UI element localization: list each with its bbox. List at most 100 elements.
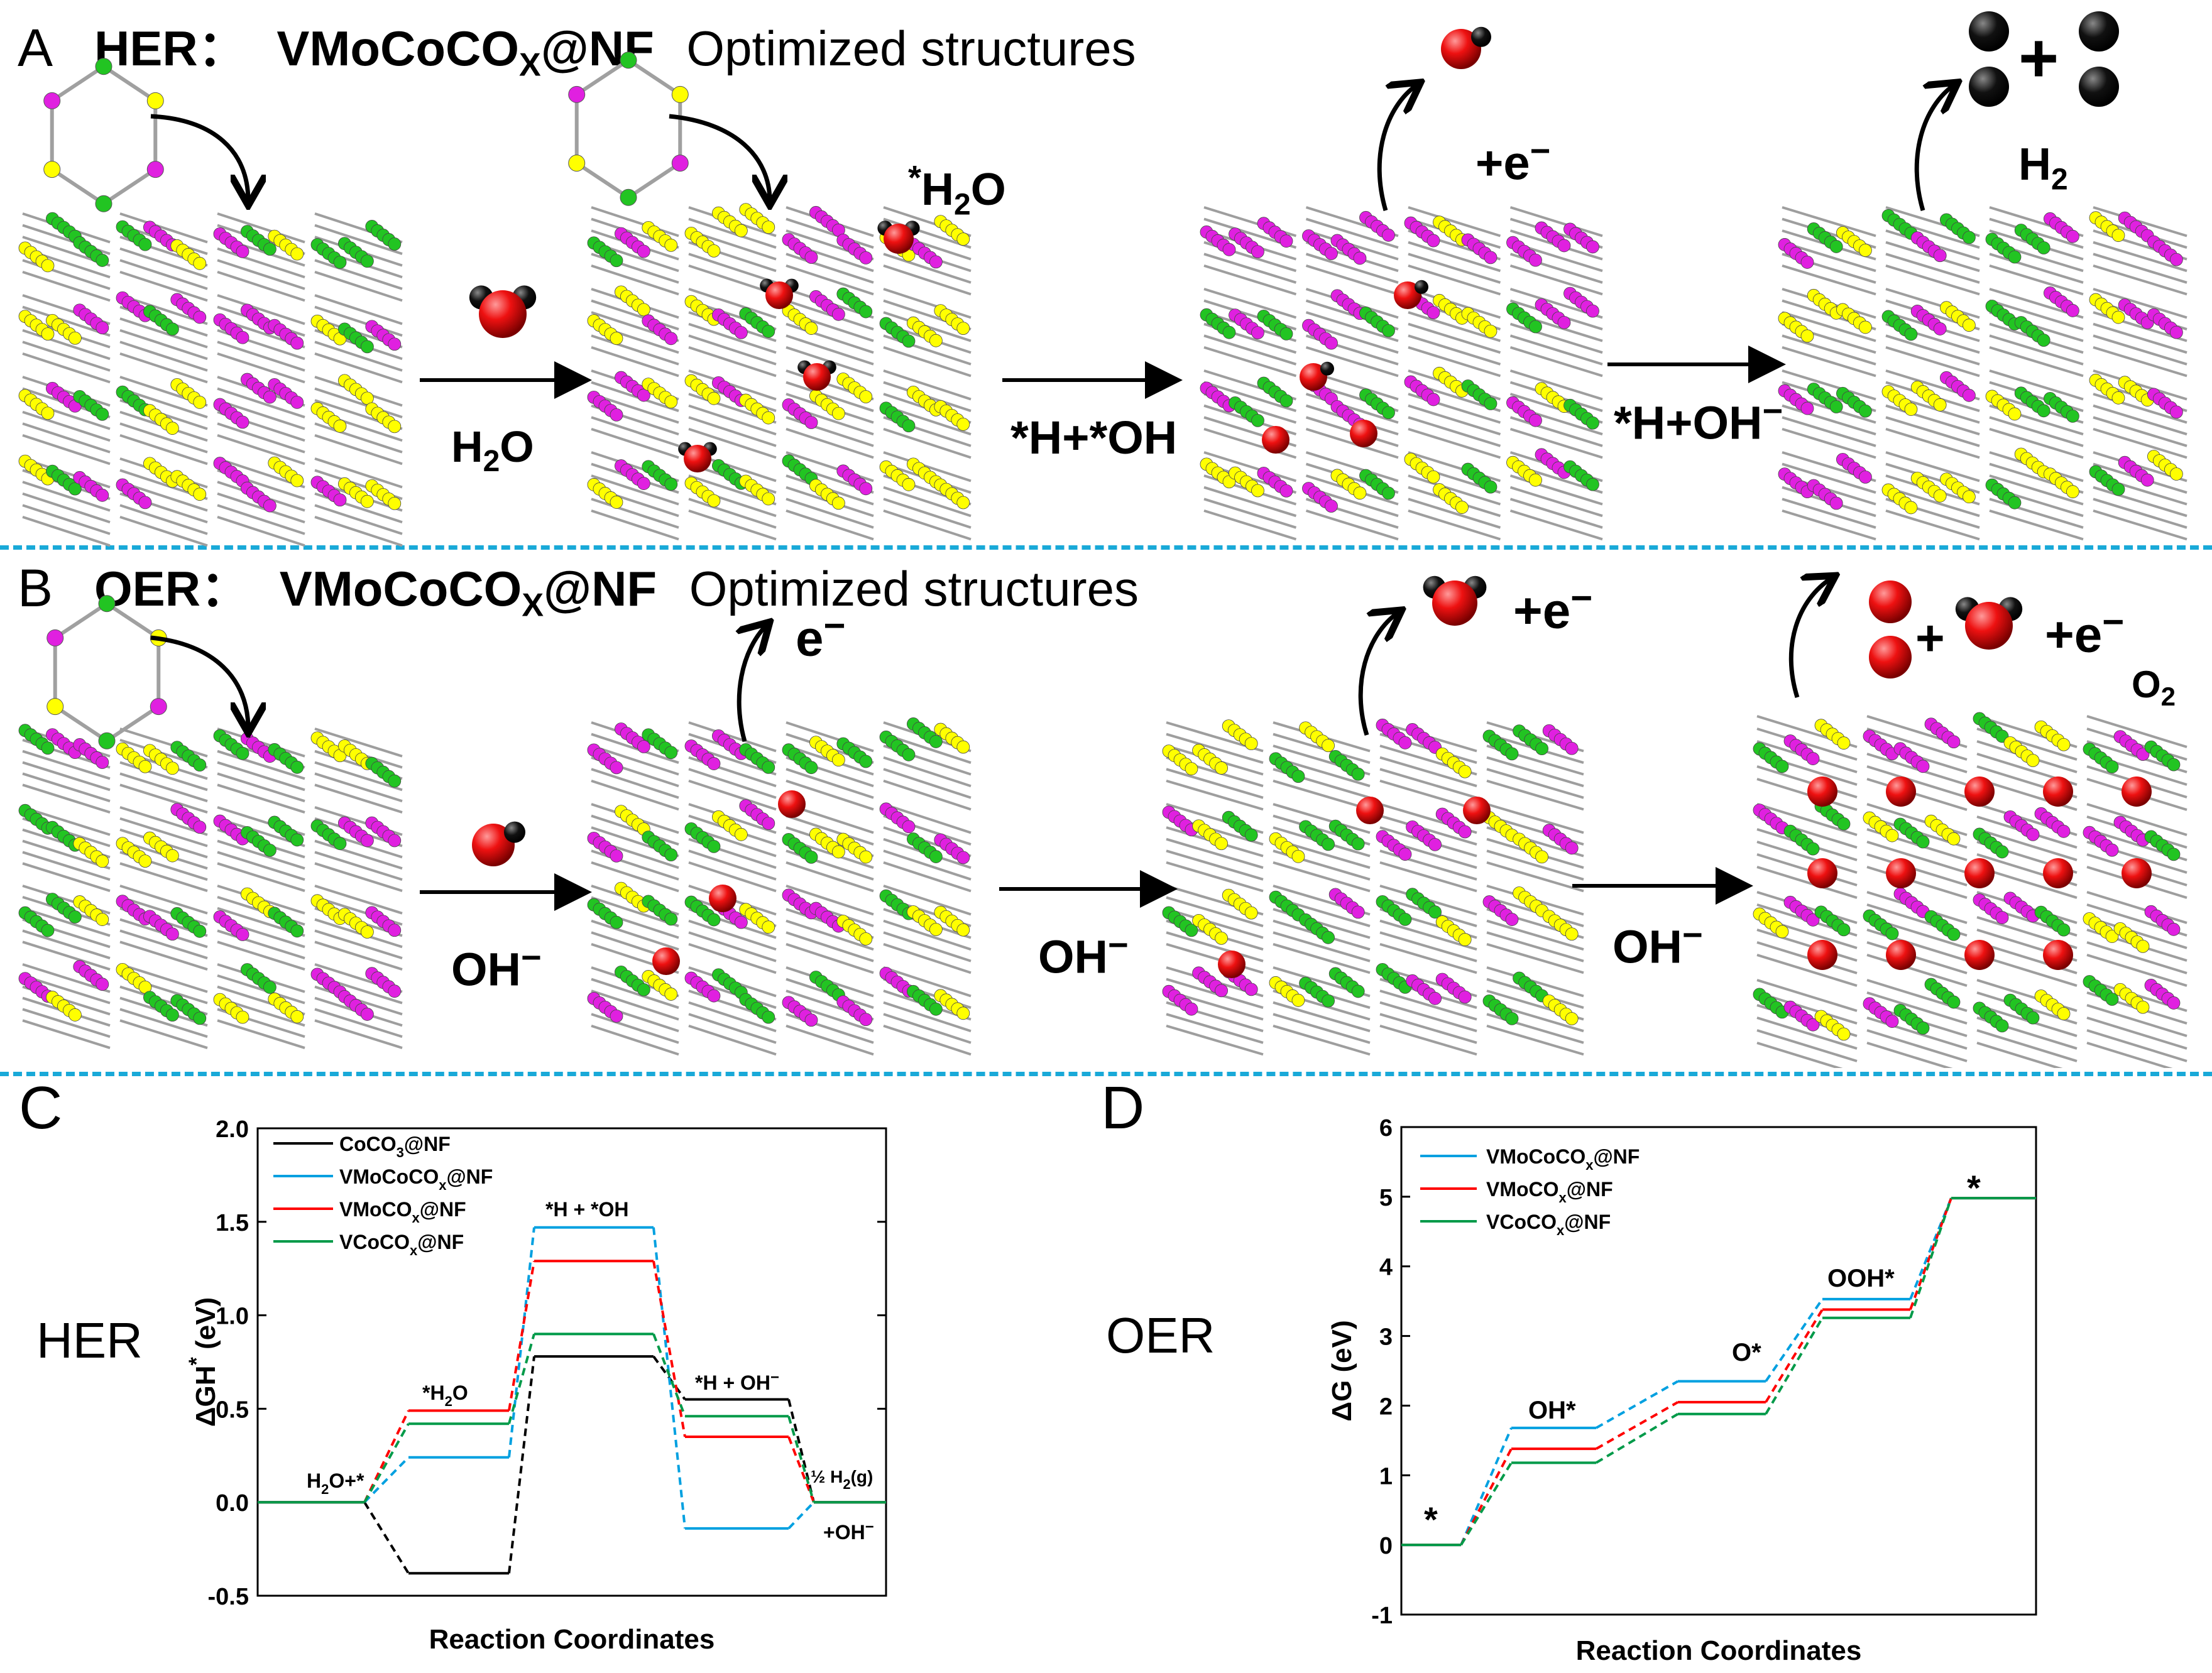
- atom: [193, 488, 207, 501]
- legend-tail: @NF: [420, 1198, 466, 1221]
- adsorbed-water-2: [760, 278, 799, 309]
- label-h2: H2: [2018, 142, 2068, 195]
- atom: [1325, 247, 1338, 260]
- bond: [786, 416, 874, 447]
- bond: [1408, 427, 1501, 459]
- atom: [263, 499, 276, 513]
- molecule-group: +: [43, 11, 2152, 978]
- atom: [610, 408, 623, 422]
- bond: [591, 989, 679, 1021]
- bond: [591, 334, 679, 366]
- atom: [1458, 765, 1472, 778]
- bond: [2093, 404, 2187, 436]
- atom: [1428, 991, 1442, 1005]
- atom: [1947, 735, 1961, 749]
- atom: [1325, 499, 1338, 513]
- bond: [688, 1013, 777, 1044]
- atom: [1800, 401, 1814, 415]
- atom: [193, 395, 207, 409]
- bond: [1203, 451, 1297, 482]
- adsorbed-oxygen-1: [1350, 420, 1377, 447]
- bond: [1273, 1001, 1371, 1033]
- bond: [883, 498, 972, 529]
- chart-d-legend-label-1: VMoCOx@NF: [1486, 1178, 1613, 1206]
- atom: [859, 932, 873, 945]
- atom: [610, 496, 623, 509]
- atom: [929, 735, 943, 748]
- bond: [1166, 908, 1264, 939]
- bond: [314, 433, 403, 466]
- atom: [2105, 760, 2119, 773]
- bond: [217, 851, 305, 881]
- bond: [688, 768, 777, 799]
- atom: [41, 259, 55, 273]
- water-molecule-a: [469, 285, 537, 338]
- atom: [1885, 1015, 1899, 1028]
- atom: [1529, 413, 1542, 427]
- chart-d-ylabel: ΔG (eV): [1327, 1320, 1357, 1421]
- atom: [1382, 486, 1395, 500]
- bond: [217, 259, 305, 290]
- bond: [2086, 803, 2187, 836]
- atom: [1995, 1019, 2009, 1033]
- bond: [119, 247, 208, 279]
- bond: [1509, 264, 1603, 296]
- bond: [1885, 264, 1980, 296]
- hydrogen-atom: [1471, 26, 1491, 47]
- atom: [2111, 310, 2125, 324]
- chart-d-ytick-label: 1: [1379, 1463, 1393, 1490]
- atom: [707, 913, 721, 927]
- crystal-structure-1: [18, 212, 403, 547]
- bond: [1408, 416, 1501, 447]
- atom: [804, 1013, 818, 1027]
- bond: [314, 504, 403, 535]
- bond: [786, 721, 874, 753]
- bond: [591, 779, 679, 811]
- ring-atom: [47, 629, 64, 646]
- bond: [314, 422, 403, 454]
- atom: [2136, 1000, 2150, 1014]
- label-h-oh-minus: *H+OH−: [1614, 393, 1783, 447]
- ring-bond: [576, 58, 630, 96]
- bond: [1166, 978, 1264, 1009]
- bond: [786, 885, 874, 916]
- atom: [1353, 251, 1367, 265]
- atom: [929, 923, 943, 936]
- bond: [1166, 931, 1264, 962]
- bond: [1166, 1024, 1264, 1056]
- bond: [2093, 416, 2187, 447]
- atom: [1535, 742, 1549, 756]
- bond: [22, 839, 111, 870]
- atom: [1962, 388, 1976, 402]
- atom: [1325, 336, 1338, 350]
- bond: [22, 352, 111, 384]
- bond: [1305, 253, 1399, 284]
- bond: [591, 744, 679, 776]
- bond: [1486, 768, 1584, 799]
- bond: [217, 422, 305, 454]
- bond: [22, 270, 111, 302]
- adsorbed-oxygen-c6: [1886, 858, 1916, 888]
- crystal-structure-6: [587, 717, 972, 1056]
- bond: [314, 1008, 403, 1038]
- panel-a-subtitle: Optimized structures: [686, 21, 1136, 76]
- label-h-oh: *H+*OH: [1010, 411, 1178, 464]
- bond: [22, 963, 111, 993]
- atom: [1529, 253, 1542, 267]
- bond: [22, 504, 111, 535]
- atom: [859, 1013, 873, 1027]
- legend-tail: @NF: [1593, 1145, 1640, 1168]
- bond: [217, 399, 305, 430]
- bond: [119, 963, 208, 993]
- curved-arrow-b4: [1788, 578, 1832, 699]
- bond: [217, 974, 305, 1005]
- bond: [1885, 253, 1980, 284]
- atom: [637, 303, 650, 317]
- chart-c-link-s3-2: [652, 1333, 686, 1417]
- bond: [119, 341, 208, 372]
- bond: [2093, 486, 2187, 518]
- divider-top: [0, 545, 2212, 550]
